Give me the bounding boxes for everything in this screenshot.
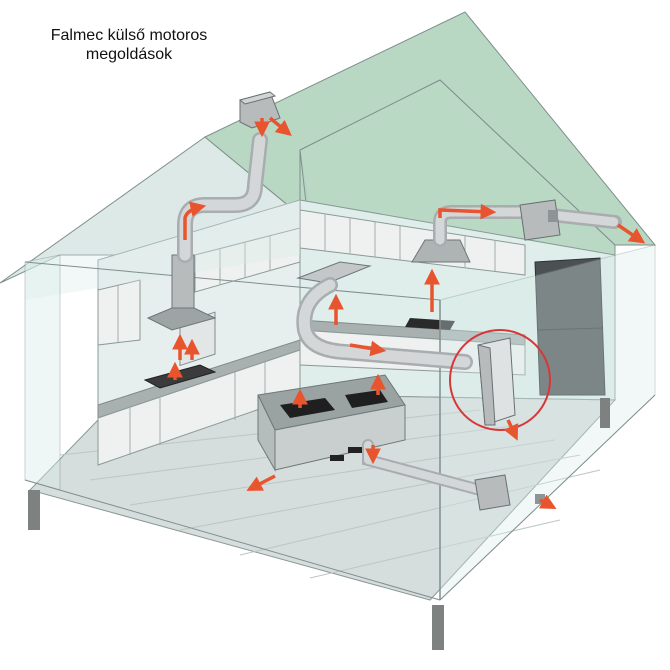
airflow-arrow xyxy=(183,201,207,240)
airflow-arrow xyxy=(503,419,519,441)
bar-stool xyxy=(348,447,362,453)
highlight-circle xyxy=(449,329,551,431)
airflow-arrow xyxy=(617,223,646,244)
airflow-arrows xyxy=(167,116,646,510)
back-cooktop xyxy=(405,318,455,330)
glass-wall-left xyxy=(24,254,61,491)
foundation-post-front xyxy=(432,605,444,650)
airflow-arrow xyxy=(538,494,557,510)
inline-motor-unit xyxy=(477,337,516,426)
motor-units xyxy=(238,91,561,511)
chimney-hood xyxy=(146,254,217,331)
wall-motor-unit xyxy=(519,199,561,241)
foundation-post-left xyxy=(28,490,40,530)
airflow-arrow xyxy=(246,474,276,491)
kitchen-island xyxy=(257,374,406,472)
upper-cabinets-left xyxy=(97,227,301,346)
floor xyxy=(29,394,617,601)
foundation-post-right xyxy=(600,398,610,428)
refrigerator xyxy=(534,257,606,396)
island-hood xyxy=(296,261,372,284)
diagram-title-line-2: megoldások xyxy=(85,46,173,63)
airflow-arrow xyxy=(438,203,497,220)
diagram-title-line-1: Falmec külső motoros xyxy=(50,27,208,44)
front-glass-walls xyxy=(24,200,656,650)
airflow-arrow xyxy=(268,116,292,137)
airflow-arrow xyxy=(349,340,387,357)
diagram-title: Falmec külső motoros megoldások xyxy=(20,26,238,64)
bar-stool xyxy=(330,455,344,461)
hoods xyxy=(146,239,471,331)
ceiling-hood xyxy=(411,239,471,263)
